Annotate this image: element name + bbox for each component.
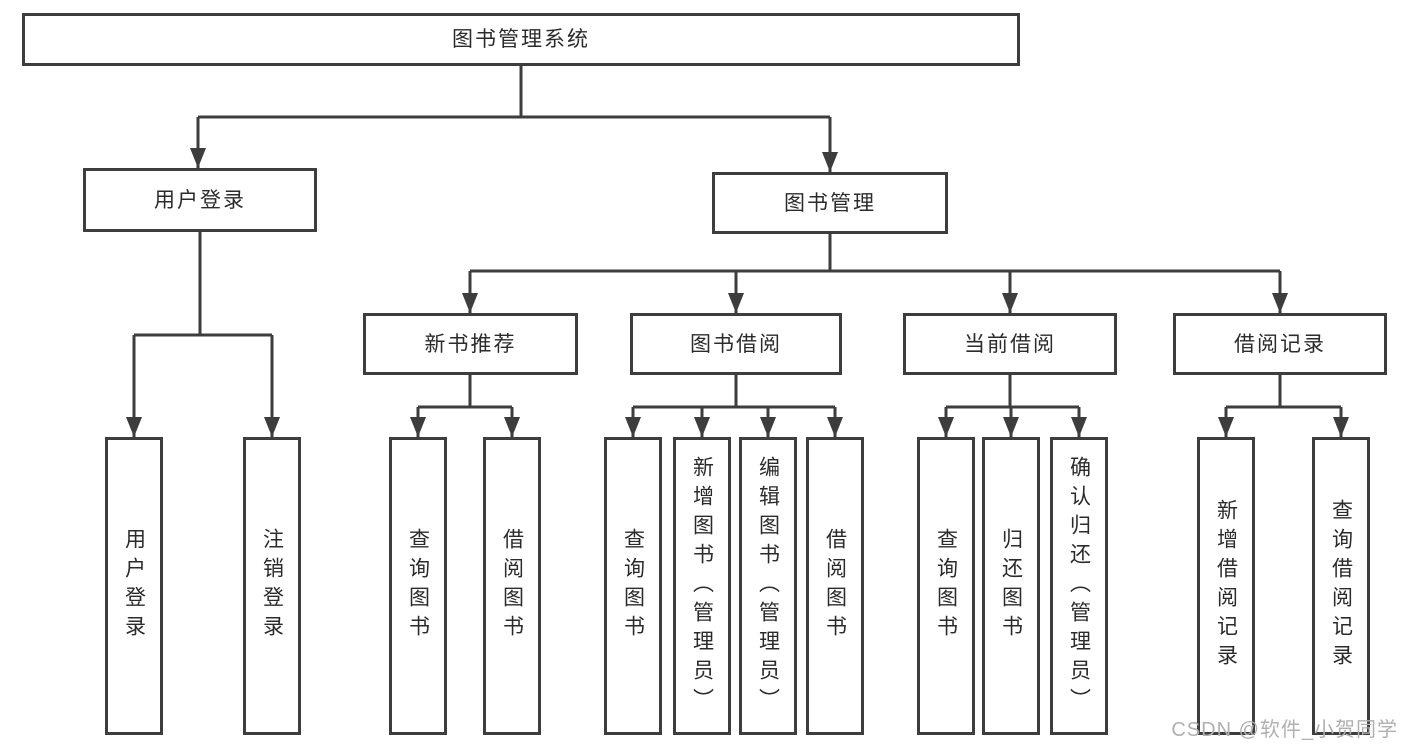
node-book-borrow: 图书借阅 [630,313,842,375]
section-label: 新书推荐 [424,332,517,356]
wire-section-4 [1226,375,1341,409]
leaf-label: 确认归还（管理员） [1067,455,1091,717]
section-label: 当前借阅 [964,332,1056,356]
leaf-label: 注销登录 [260,528,284,644]
leaf-add-books-admin: 新增图书（管理员） [673,437,731,735]
leaf-add-borrow-record: 新增借阅记录 [1197,437,1255,735]
leaf-borrow-books: 借阅图书 [483,437,541,735]
leaf-label: 查询图书 [406,528,430,644]
leaf-label: 用户登录 [122,528,146,644]
leaf-logout: 注销登录 [243,437,301,735]
wire-user-login [134,232,272,337]
leaf-label: 归还图书 [999,528,1023,644]
node-new-book-recommend: 新书推荐 [363,313,578,375]
leaf-query-books: 查询图书 [917,437,975,735]
leaf-query-books: 查询图书 [389,437,447,735]
leaf-edit-books-admin: 编辑图书（管理员） [739,437,797,735]
wire-root [198,66,830,119]
leaf-user-login: 用户登录 [105,437,163,735]
csdn-watermark: CSDN @软件_小贺同学 [1171,719,1398,741]
leaf-label: 编辑图书（管理员） [756,455,780,717]
leaf-query-books: 查询图书 [604,437,662,735]
leaf-label: 借阅图书 [500,528,524,644]
node-root-label: 图书管理系统 [452,28,590,51]
node-current-borrow: 当前借阅 [903,313,1117,375]
wire-section-1 [418,375,512,409]
node-borrow-records: 借阅记录 [1173,313,1387,375]
node-book-management: 图书管理 [712,172,948,234]
leaf-label: 查询图书 [621,528,645,644]
section-label: 图书借阅 [690,332,782,356]
leaf-query-borrow-record: 查询借阅记录 [1312,437,1370,735]
wire-section-3 [946,375,1079,409]
node-root: 图书管理系统 [22,13,1020,66]
wire-book-management [470,234,1280,273]
node-user-login-label: 用户登录 [154,188,246,212]
leaf-label: 新增借阅记录 [1214,499,1238,673]
leaf-label: 新增图书（管理员） [690,455,714,717]
node-user-login: 用户登录 [83,168,317,232]
wire-section-2 [633,375,835,409]
leaf-borrow-books: 借阅图书 [806,437,864,735]
leaf-return-books: 归还图书 [982,437,1040,735]
leaf-confirm-return-admin: 确认归还（管理员） [1050,437,1108,735]
section-label: 借阅记录 [1234,332,1326,356]
leaf-label: 查询借阅记录 [1329,499,1353,673]
node-book-management-label: 图书管理 [784,191,876,215]
leaf-label: 借阅图书 [823,528,847,644]
leaf-label: 查询图书 [934,528,958,644]
